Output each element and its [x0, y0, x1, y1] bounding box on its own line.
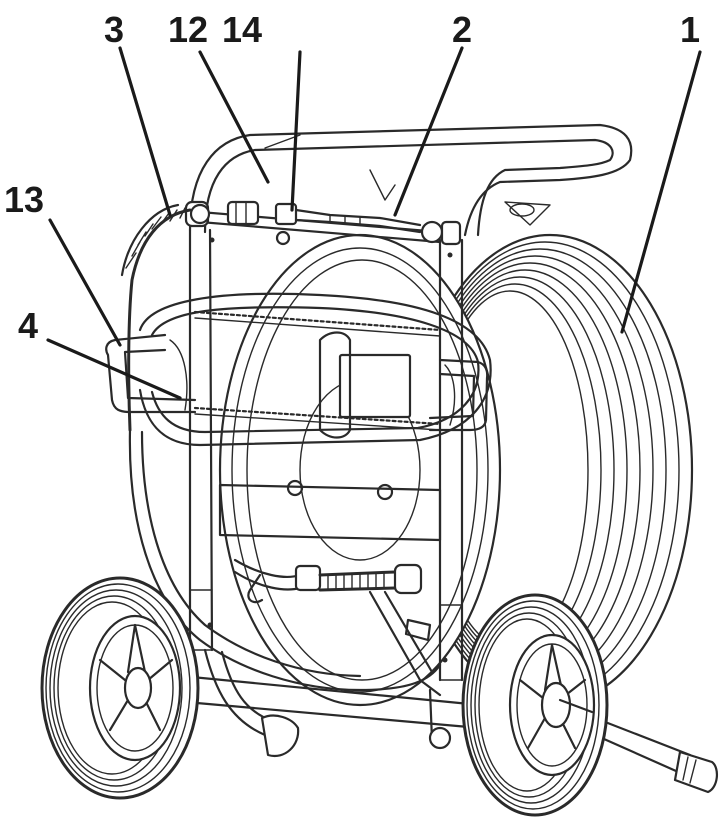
- leader-1: [620, 50, 702, 334]
- cart-handle-frame: [188, 123, 633, 237]
- leader-13: [48, 218, 122, 347]
- leader-lines: [46, 46, 702, 400]
- inlet-hose: [120, 203, 192, 432]
- leader-14: [290, 50, 302, 212]
- center-bracket: [218, 331, 442, 542]
- leader-3: [118, 46, 172, 217]
- callout-1: 1: [680, 9, 700, 50]
- rear-stand: [203, 648, 452, 758]
- leader-12: [198, 50, 270, 184]
- left-wheel: [40, 576, 200, 800]
- callout-3: 3: [104, 9, 124, 50]
- callout-12: 12: [168, 9, 208, 50]
- front-hose-loop: [128, 292, 492, 692]
- right-handle-bar: [593, 718, 718, 794]
- leader-4: [46, 338, 182, 400]
- top-crossbar: [184, 200, 462, 246]
- lower-swivel-hose: [233, 558, 442, 697]
- callout-14: 14: [222, 9, 262, 50]
- reel-drum: [218, 233, 502, 707]
- callout-labels: 1 2 3 12 14 13 4: [4, 9, 700, 346]
- callout-4: 4: [18, 305, 38, 346]
- leader-2: [393, 46, 464, 217]
- callout-13: 13: [4, 179, 44, 220]
- hose-guide-bracket: [105, 333, 489, 432]
- frame-posts: [188, 228, 464, 682]
- mounting-rails: [193, 310, 442, 431]
- right-wheel: [461, 593, 609, 817]
- callout-2: 2: [452, 9, 472, 50]
